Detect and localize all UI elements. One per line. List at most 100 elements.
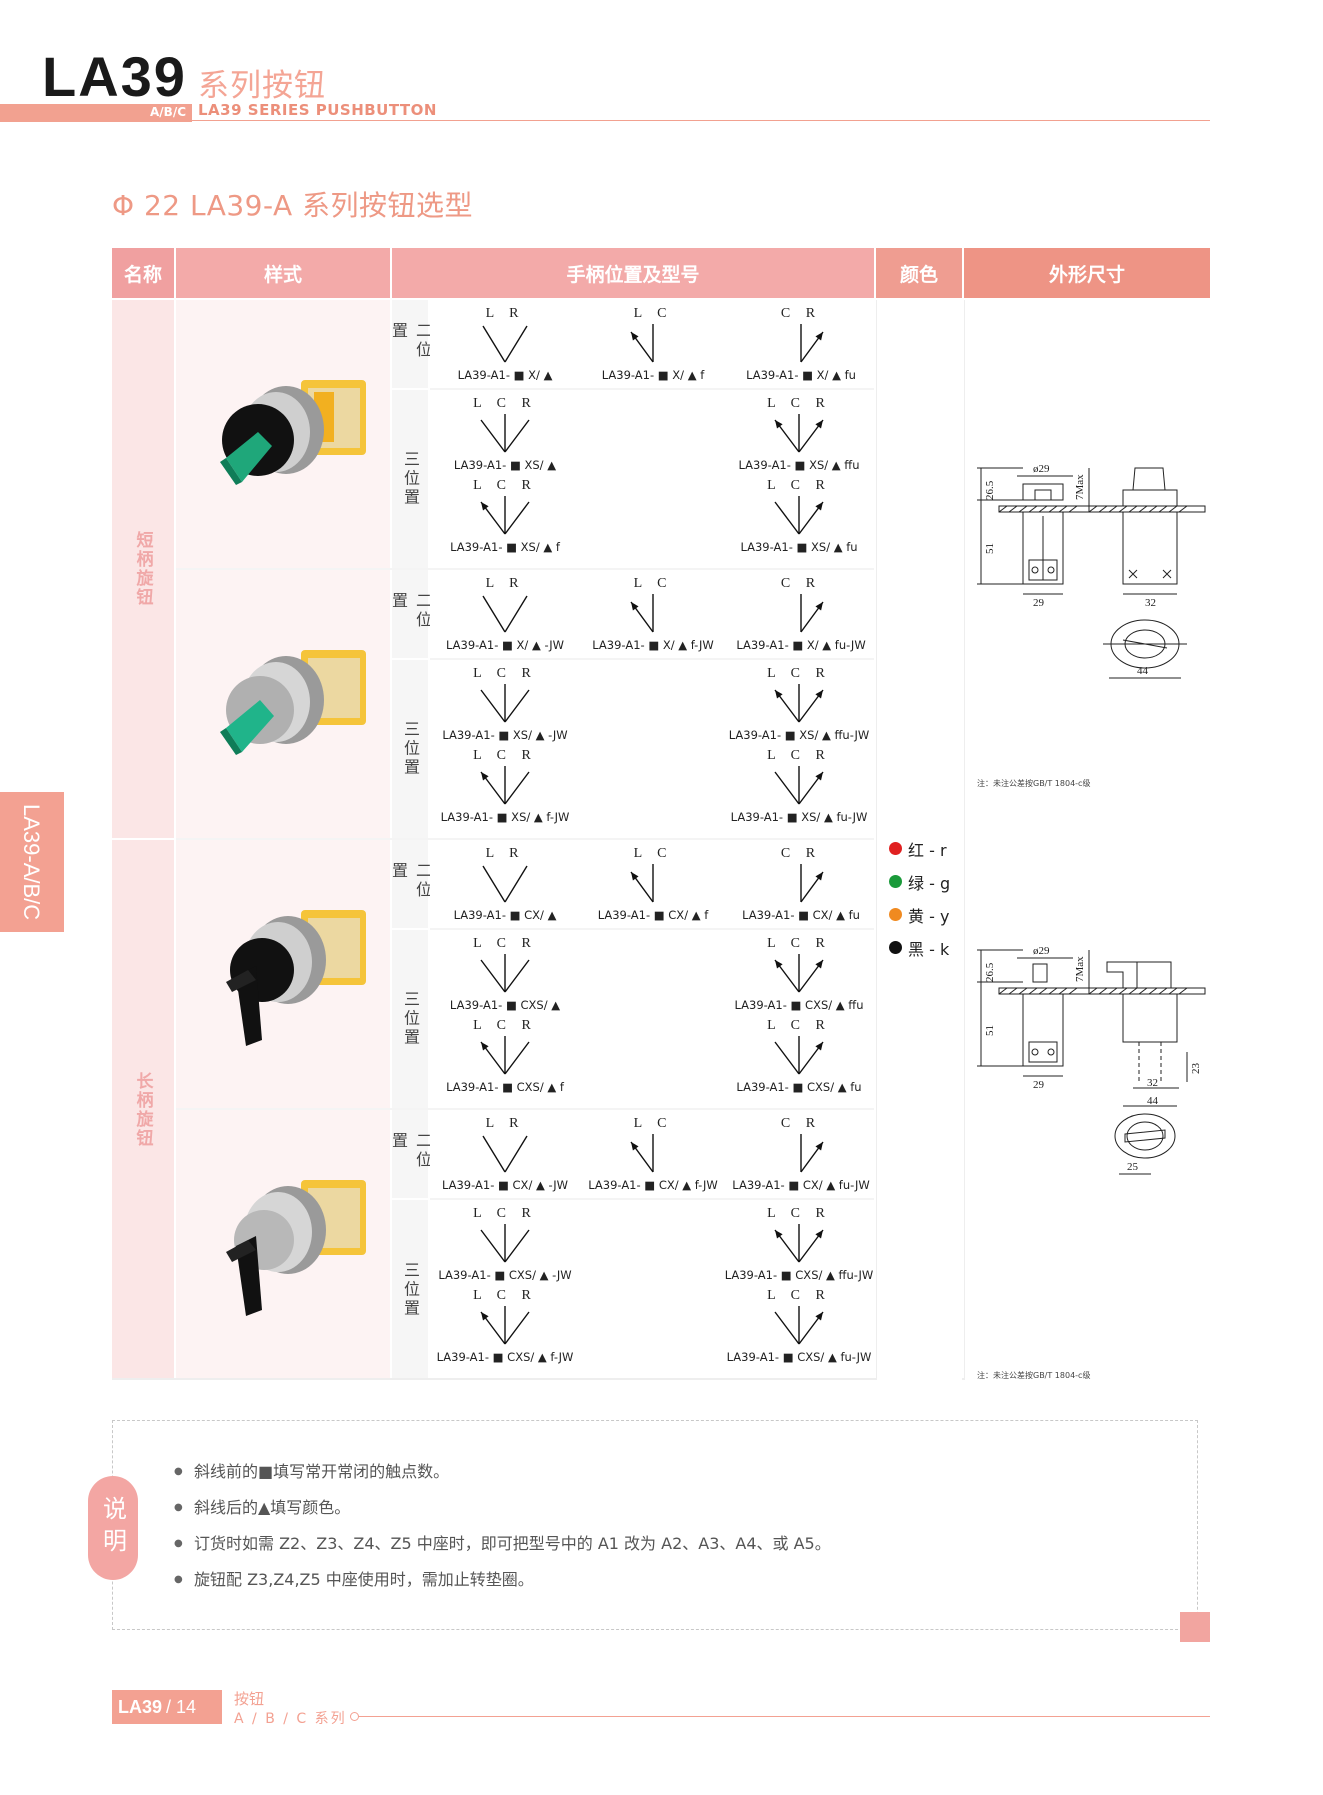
dim-long-h3: 23 [1190,1063,1202,1075]
switch-diagram-icon [800,594,824,633]
model-number: LA39-A1- ■ X/ ▲ [457,368,553,382]
series-title: LA39 [42,45,187,108]
switch-position-label: L C R [767,936,831,951]
dim-long-h1: 26.5 [984,962,996,982]
switch-diagram-icon [482,325,528,363]
switch-position-label: L R [485,576,525,591]
note-item: 订货时如需 Z2、Z3、Z4、Z5 中座时，即可把型号中的 A1 改为 A2、A… [174,1533,1154,1569]
footer-page-box: LA39/ 14 [112,1690,222,1724]
switch-three-pos-1: L C R LA39-A1- ■ CXS/ ▲ -JW [430,1206,580,1288]
pos-cell-8: 三位置 [392,1200,428,1380]
switch-position-label: L C R [473,748,537,763]
row-divider [176,838,874,840]
switch-position-label: L C R [767,1288,831,1303]
dim-long-w1: 29 [1033,1079,1045,1091]
switch-diagram-icon [482,1135,528,1173]
series-title-en: LA39 SERIES PUSHBUTTON [198,101,437,119]
dimension-note-short: 注：未注公差按GB/T 1804-c级 [977,779,1091,788]
color-item-yellow: 黄 - y [889,898,950,931]
row-divider [430,658,874,660]
section-title: Φ 22 LA39-A 系列按钮选型 [112,189,474,222]
pos-label-6: 三位置 [401,990,420,1048]
footer-series-label: A / B / C 系列 [234,1711,347,1727]
color-dot-red [889,842,902,855]
switch-position-label: L R [485,306,525,321]
switch-diagram-icon [630,324,654,363]
switch-diagram-icon [774,1224,824,1263]
switch-diagram-icon [482,595,528,633]
long-knob-illuminated-image [226,1180,366,1316]
switch-two-pos-1: L R LA39-A1- ■ X/ ▲ [430,306,580,388]
notes-label: 说明 [88,1476,138,1580]
switch-diagram-icon [630,1134,654,1173]
header-color: 颜色 [876,248,962,298]
switch-position-label: L C R [473,1206,537,1221]
dimension-cell: 26.5 51 ø29 29 7Max 32 [964,300,1210,1380]
switch-diagram-icon [480,766,530,805]
model-number: LA39-A1- ■ CX/ ▲ [453,908,557,922]
switch-diagram-icon [774,1036,824,1075]
long-knob-black-image [226,910,366,1046]
pos-cell-5: 二位置 [389,840,432,928]
dim-short-w3: 44 [1137,665,1149,677]
row-divider [176,568,874,570]
model-number: LA39-A1- ■ CXS/ ▲ fu [736,1080,862,1094]
color-item-green: 绿 - g [889,865,950,898]
color-label-green: 绿 - g [908,873,951,893]
side-tab-label: LA39-A/B/C [19,804,44,921]
switch-diagram-icon [480,496,530,535]
pos-cell-6: 三位置 [392,930,428,1108]
color-dot-black [889,941,902,954]
switch-two-pos-1: L R LA39-A1- ■ CX/ ▲ [430,846,580,928]
pos-label-2: 三位置 [401,450,420,508]
model-number: LA39-A1- ■ X/ ▲ fu [746,368,856,382]
model-number: LA39-A1- ■ XS/ ▲ ffu-JW [728,728,870,742]
group-name-short-label: 短柄旋钮 [132,531,153,607]
row-divider [176,1108,874,1110]
switch-position-label: L R [485,846,525,861]
pos-cell-2: 三位置 [392,390,428,568]
switch-diagram-icon [800,864,824,903]
switch-diagram-icon [480,414,530,453]
model-number: LA39-A1- ■ CXS/ ▲ [449,998,561,1012]
dim-long-w3: 44 [1147,1095,1159,1107]
pos-label-8: 三位置 [401,1261,420,1319]
side-tab: LA39-A/B/C [0,792,64,932]
switch-three-pos-4: L C R LA39-A1- ■ CXS/ ▲ fu [724,1018,874,1100]
dim-short-h2: 51 [984,543,996,554]
model-number: LA39-A1- ■ CXS/ ▲ f [446,1080,564,1094]
long-knob-dimension-drawing: 26.5 51 ø29 29 7Max 23 32 44 [977,945,1206,1175]
model-number: LA39-A1- ■ CXS/ ▲ ffu-JW [724,1268,874,1282]
model-number: LA39-A1- ■ XS/ ▲ [453,458,557,472]
switch-three-pos-2: L C R LA39-A1- ■ CXS/ ▲ ffu [724,936,874,1018]
footer-series: LA39 [118,1696,163,1717]
switch-diagram-icon [480,1036,530,1075]
switch-position-label: L R [485,1116,525,1131]
switch-position-label: L C R [473,478,537,493]
dim-short-max: 7Max [1074,474,1086,500]
model-number: LA39-A1- ■ CXS/ ▲ -JW [438,1268,572,1282]
header-dimensions: 外形尺寸 [964,248,1210,298]
pos-label-4: 三位置 [401,720,420,778]
row-divider [430,388,874,390]
header-name: 名称 [112,248,174,298]
dim-long-w2: 32 [1147,1077,1158,1089]
footer-line [356,1716,1210,1717]
pos-cell-1: 二位置 [389,300,432,388]
model-number: LA39-A1- ■ CXS/ ▲ ffu [734,998,864,1012]
footer-category: 按钮 [234,1690,265,1708]
model-number: LA39-A1- ■ XS/ ▲ f [450,540,560,554]
switch-position-label: L C R [767,1018,831,1033]
